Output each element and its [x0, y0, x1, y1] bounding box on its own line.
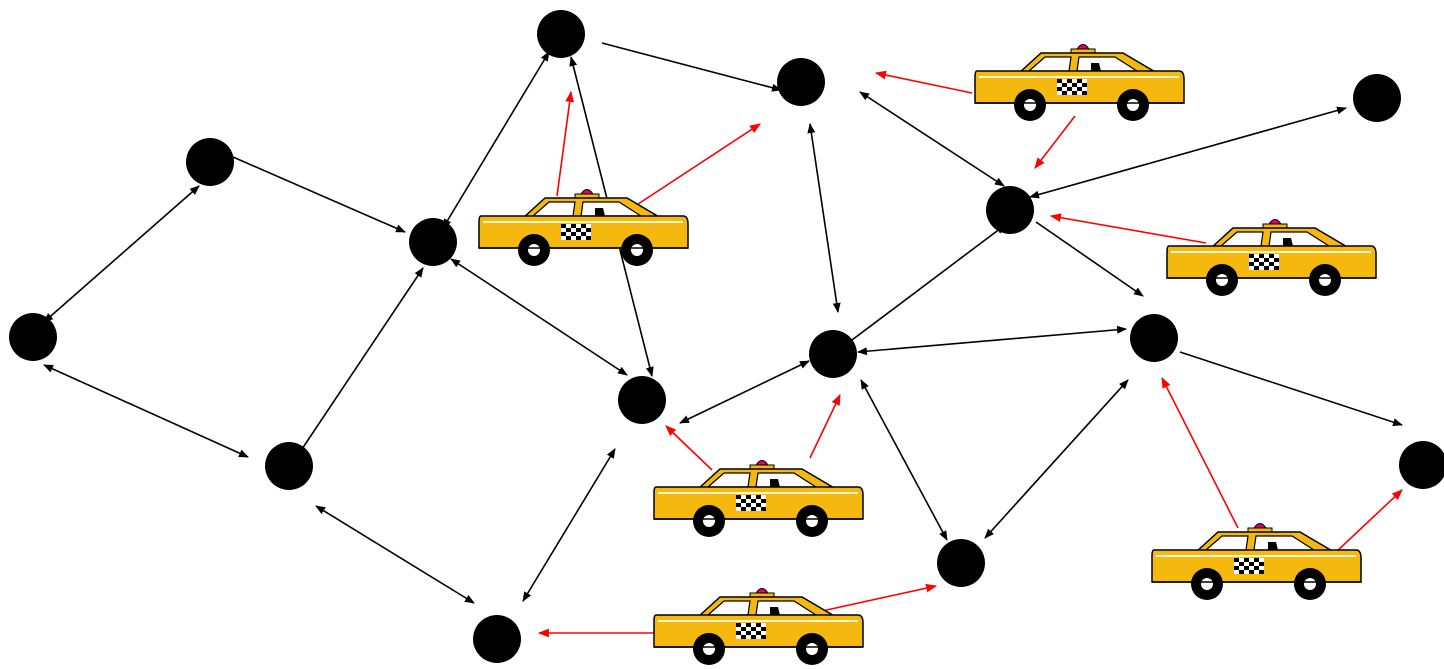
road-edge [299, 267, 424, 453]
road-edge [232, 156, 406, 233]
node-circle [265, 442, 313, 490]
road-edge [984, 379, 1129, 539]
taxi-link [874, 70, 973, 94]
road-edge [43, 364, 249, 458]
road-edge [860, 379, 948, 541]
node-circle [777, 58, 825, 106]
node-circle [186, 138, 234, 186]
taxi-link [1049, 213, 1207, 244]
taxi-link [812, 583, 938, 614]
node-circle [1130, 314, 1178, 362]
taxi-link [1161, 377, 1239, 529]
taxi-icon [1151, 522, 1362, 601]
node-circle [986, 186, 1034, 234]
node-circle [809, 330, 857, 378]
taxi-icon [1166, 218, 1377, 297]
taxi-link [665, 425, 713, 471]
road-edge [679, 360, 810, 424]
node-circle [409, 218, 457, 266]
road-edge [522, 448, 616, 602]
road-edge [43, 185, 200, 323]
road-edge [1179, 351, 1403, 426]
road-edge [315, 505, 475, 604]
node-circle [473, 615, 521, 663]
road-edges [43, 42, 1403, 604]
taxi-link [1334, 489, 1403, 554]
road-edge [1029, 106, 1347, 199]
node-circle [537, 10, 585, 58]
road-edge [859, 91, 1005, 187]
road-edge [807, 123, 841, 313]
taxi-link [631, 123, 761, 209]
road-edge [851, 224, 1006, 341]
taxi-icon [653, 587, 864, 666]
node-circle [618, 376, 666, 424]
road-edge [601, 42, 782, 92]
taxi-icon [653, 459, 864, 538]
taxi-link [809, 394, 841, 459]
road-edge [442, 51, 550, 229]
road-edge [450, 258, 628, 376]
taxi-icon [974, 43, 1185, 122]
node-circle [937, 539, 985, 587]
taxi-link [1034, 115, 1076, 169]
node-circle [1353, 74, 1401, 122]
node-circle [1399, 441, 1444, 489]
road-edge [857, 325, 1127, 356]
taxi-icon [478, 188, 689, 267]
taxi-links [537, 70, 1403, 638]
road-edge [1035, 221, 1144, 297]
node-circle [9, 313, 57, 361]
intersection-nodes [9, 10, 1444, 663]
taxi-link [556, 90, 575, 197]
